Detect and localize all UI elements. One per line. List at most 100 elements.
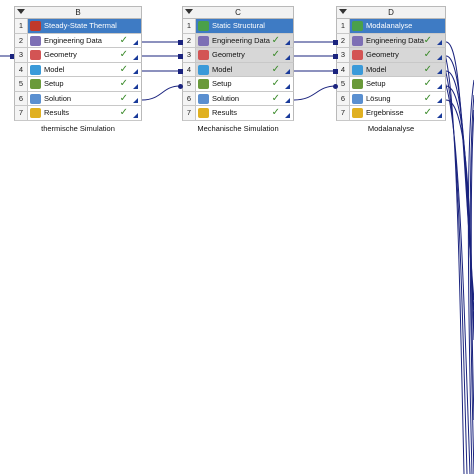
geometry-icon [30, 50, 41, 60]
status-check-icon: ✓ [423, 49, 432, 60]
solution-icon [198, 93, 209, 104]
solution-icon [352, 93, 363, 104]
port-d-model[interactable] [333, 69, 338, 74]
status-check-icon: ✓ [271, 34, 280, 46]
cell-label: Steady-State Thermal [44, 21, 117, 30]
port-d-engineering[interactable] [333, 40, 338, 45]
cell-label: Model [44, 64, 65, 74]
status-check-icon: ✓ [271, 107, 280, 118]
structural-icon [198, 21, 209, 31]
cell-geometry[interactable]: 3 Geometry ✓ [336, 48, 446, 63]
cell-label: Engineering Data [212, 35, 270, 45]
row-number: 2 [15, 33, 28, 47]
row-number: 3 [183, 48, 196, 62]
row-number: 6 [337, 91, 350, 105]
corner-triangle-icon [285, 40, 290, 45]
status-check-icon: ✓ [423, 107, 432, 118]
row-number: 4 [183, 62, 196, 76]
system-letter: B [75, 8, 81, 17]
status-check-icon: ✓ [119, 78, 128, 89]
system-caption[interactable]: Modalanalyse [367, 124, 415, 133]
row-number: 1 [15, 19, 28, 33]
cell-label: Geometry [212, 50, 245, 59]
incoming-port[interactable] [10, 54, 15, 59]
corner-triangle-icon [133, 54, 138, 60]
wire-d-out-5 [445, 99, 474, 341]
corner-triangle-icon [437, 83, 442, 89]
row-number: 1 [337, 19, 350, 33]
chevron-down-icon[interactable] [339, 9, 347, 14]
cell-label: Modalanalyse [366, 21, 413, 30]
modal-icon [352, 21, 363, 31]
results-icon [198, 108, 209, 118]
status-check-icon: ✓ [119, 107, 128, 118]
system-caption[interactable]: thermische Simulation [41, 124, 115, 133]
port-c-engineering[interactable] [178, 40, 183, 45]
status-check-icon: ✓ [119, 49, 128, 60]
model-icon [30, 64, 41, 75]
row-number: 1 [183, 19, 196, 33]
thermal-icon [30, 21, 41, 31]
row-number: 3 [337, 48, 350, 62]
solution-icon [30, 93, 41, 104]
corner-triangle-icon [133, 69, 138, 74]
status-check-icon: ✓ [271, 92, 280, 104]
corner-triangle-icon [133, 40, 138, 45]
system-header[interactable]: B [14, 6, 142, 19]
status-check-icon: ✓ [423, 92, 432, 104]
row-number: 4 [15, 62, 28, 76]
row-number: 6 [15, 91, 28, 105]
results-icon [352, 108, 363, 118]
chevron-down-icon[interactable] [17, 9, 25, 14]
setup-icon [198, 79, 209, 89]
chevron-down-icon[interactable] [185, 9, 193, 14]
wire-c-d-setup [293, 85, 337, 101]
system-header[interactable]: D [336, 6, 446, 19]
port-c-setup[interactable] [178, 84, 183, 89]
cell-label: Model [212, 64, 233, 74]
port-c-model[interactable] [178, 69, 183, 74]
cell-modalanalyse[interactable]: 1 Modalanalyse [336, 19, 446, 34]
wire-d-out-9 [467, 79, 474, 474]
wire-d-out-2 [445, 55, 474, 311]
row-number: 3 [15, 48, 28, 62]
system-caption[interactable]: Mechanische Simulation [197, 124, 279, 133]
cell-steady-state-thermal[interactable]: 1 Steady-State Thermal [14, 19, 142, 34]
system-header[interactable]: C [182, 6, 294, 19]
row-number: 6 [183, 91, 196, 105]
row-number: 4 [337, 62, 350, 76]
row-number: 7 [183, 106, 196, 120]
corner-triangle-icon [285, 98, 290, 103]
port-d-setup[interactable] [333, 84, 338, 89]
setup-icon [352, 79, 363, 89]
port-d-geometry[interactable] [333, 54, 338, 59]
geometry-icon [198, 50, 209, 60]
wire-b-c-setup [141, 85, 181, 101]
system-letter: D [388, 8, 394, 17]
cell-label: Setup [366, 79, 386, 88]
port-c-geometry[interactable] [178, 54, 183, 59]
cell-label: Geometry [366, 50, 399, 59]
